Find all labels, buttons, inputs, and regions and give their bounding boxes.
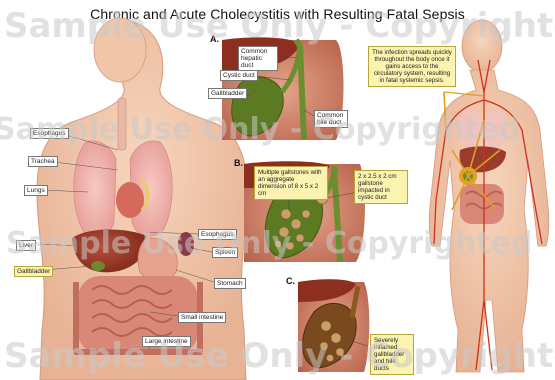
- label-impacted-gallstone: 2 x 2.5 x 2 cm gallstone impacted in cys…: [354, 170, 408, 204]
- label-stomach: Stomach: [214, 278, 246, 289]
- label-trachea: Trachea: [28, 156, 58, 167]
- label-cystic-duct: Cystic duct: [220, 70, 258, 81]
- panel-a-letter: A.: [210, 34, 219, 44]
- panel-c-illustration: [298, 279, 369, 372]
- label-multiple-gallstones: Multiple gallstones with an aggregate di…: [254, 166, 328, 200]
- label-common-bile-duct: Common bile duct: [314, 110, 348, 128]
- label-esophagus-mid: Esophagus: [198, 229, 237, 240]
- sepsis-note: The infection spreads quickly throughout…: [368, 46, 456, 87]
- label-liver: Liver: [16, 240, 36, 251]
- label-spleen: Spleen: [212, 247, 238, 258]
- label-esophagus-top: Esophagus: [30, 128, 69, 139]
- label-severely-inflamed: Severely inflamed gallbladder and bile d…: [370, 334, 414, 375]
- label-gallbladder-panel-a: Gallbladder: [208, 88, 247, 99]
- left-torso-figure: [37, 18, 247, 380]
- panel-b-letter: B.: [234, 158, 243, 168]
- label-lungs: Lungs: [24, 185, 48, 196]
- label-gallbladder: Gallbladder: [14, 266, 53, 277]
- label-small-intestine: Small intestine: [178, 312, 226, 323]
- label-large-intestine: Large intestine: [142, 336, 191, 347]
- panel-c-letter: C.: [286, 276, 295, 286]
- label-common-hepatic-duct: Common hepatic duct: [238, 46, 278, 71]
